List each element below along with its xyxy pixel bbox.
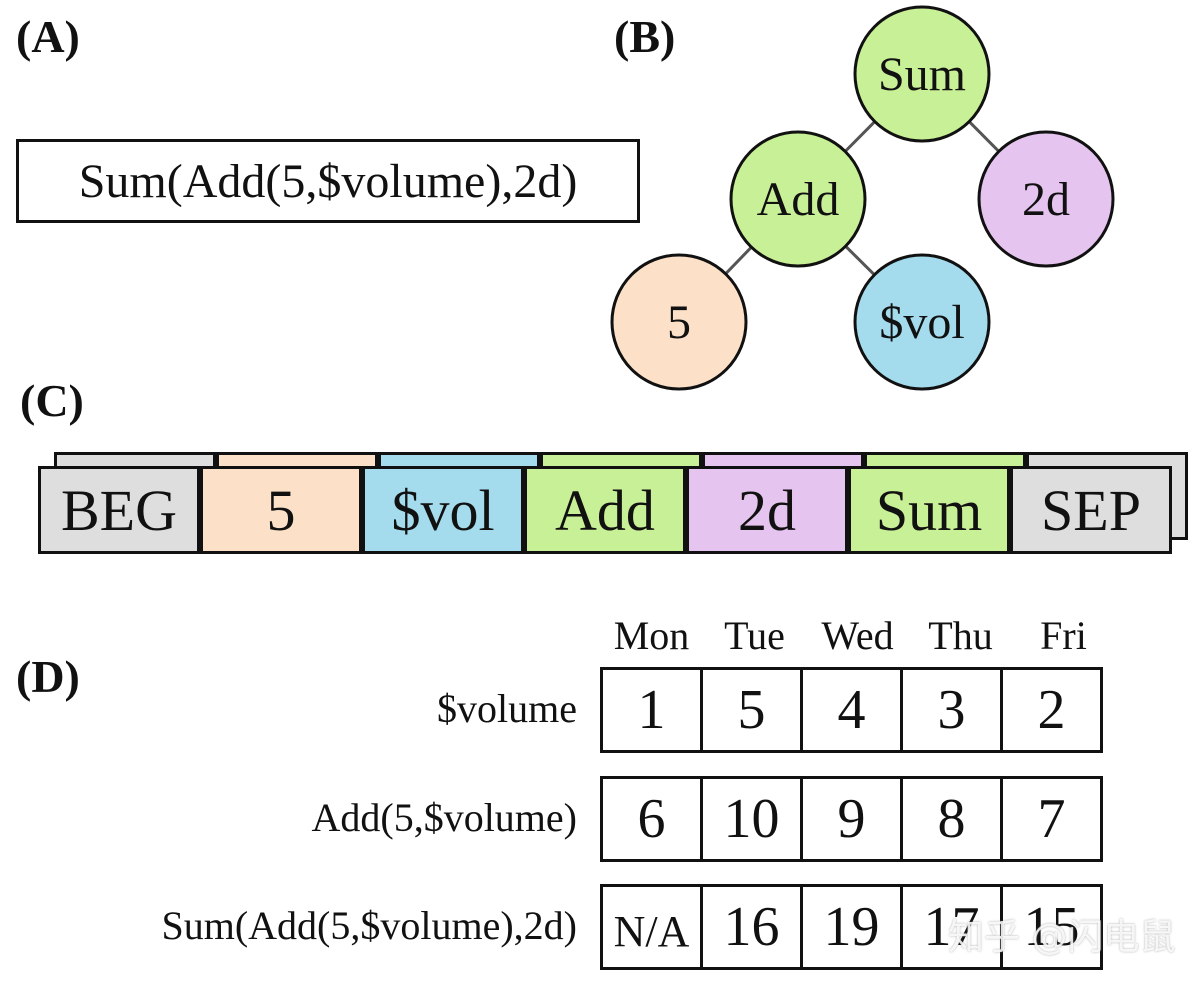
- panel-label-c: (C): [20, 375, 84, 426]
- row-label: Add(5,$volume): [311, 795, 577, 840]
- token-label: 2d: [738, 477, 796, 543]
- day-header-fri: Fri: [1040, 613, 1087, 658]
- token-cell: 2d: [686, 466, 848, 554]
- token-cell: $vol: [362, 466, 524, 554]
- table-cell: N/A: [600, 884, 703, 970]
- table-cell: 6: [600, 776, 703, 862]
- tree-node-label: $vol: [879, 296, 964, 349]
- day-header-tue: Tue: [724, 613, 785, 658]
- token-cell: BEG: [38, 466, 200, 554]
- tree-node-sum: Sum: [853, 5, 991, 143]
- table-cell: 19: [800, 884, 903, 970]
- tree-node-5: 5: [610, 253, 748, 391]
- tree-node-label: Sum: [878, 48, 966, 101]
- tree-node-label: 2d: [1022, 173, 1070, 226]
- day-header-wed: Wed: [821, 613, 894, 658]
- table-cell: 3: [900, 667, 1003, 753]
- token-label: SEP: [1041, 477, 1141, 543]
- tree-node-vol: $vol: [853, 253, 991, 391]
- expression-box: Sum(Add(5,$volume),2d): [16, 139, 640, 223]
- watermark: 知乎 @闪电鼠: [948, 917, 1176, 958]
- panel-label-b: (B): [614, 11, 676, 62]
- day-header-mon: Mon: [613, 613, 690, 658]
- token-cell: 5: [200, 466, 362, 554]
- tree-node-circle: [853, 253, 991, 391]
- tree-node-circle: [977, 130, 1115, 268]
- table-cell: 9: [800, 776, 903, 862]
- token-label: $vol: [391, 477, 495, 543]
- tree-node-add: Add: [729, 130, 867, 268]
- tree-node-label: 5: [667, 296, 691, 349]
- day-header-thu: Thu: [928, 613, 993, 658]
- token-label: BEG: [61, 477, 177, 543]
- panel-label-d: (D): [16, 651, 80, 702]
- table-cell: 17: [900, 884, 1003, 970]
- table-cell: 2: [1000, 667, 1103, 753]
- panel-label-a: (A): [16, 11, 80, 62]
- expression-text: Sum(Add(5,$volume),2d): [78, 154, 578, 208]
- table-cell: 15: [1000, 884, 1103, 970]
- token-cell: Add: [524, 466, 686, 554]
- token-label: Sum: [875, 477, 983, 543]
- table-cell: 7: [1000, 776, 1103, 862]
- row-label: $volume: [437, 686, 577, 731]
- row-label: Sum(Add(5,$volume),2d): [161, 903, 577, 948]
- token-label: Add: [555, 477, 655, 543]
- table-cell: 5: [700, 667, 803, 753]
- table-cell: 8: [900, 776, 1003, 862]
- table-cell: 16: [700, 884, 803, 970]
- token-label: 5: [266, 477, 296, 543]
- token-sequence: BEG 5 $vol Add 2d Sum SEP: [38, 450, 1198, 560]
- table-cell: 10: [700, 776, 803, 862]
- table-cell: 1: [600, 667, 703, 753]
- tree-node-circle: [610, 253, 748, 391]
- tree-node-circle: [853, 5, 991, 143]
- token-cell: SEP: [1010, 466, 1172, 554]
- tree-node-circle: [729, 130, 867, 268]
- token-cell: Sum: [848, 466, 1010, 554]
- table-cell: 4: [800, 667, 903, 753]
- tree-node-label: Add: [757, 173, 840, 226]
- tree-node-2d: 2d: [977, 130, 1115, 268]
